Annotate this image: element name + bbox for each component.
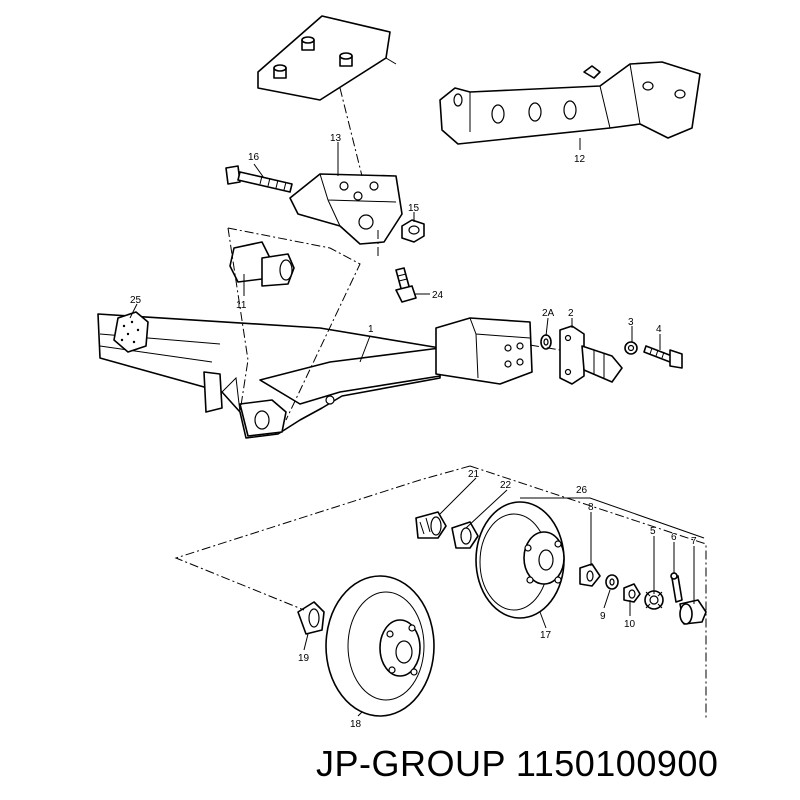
- label-part-16: 16: [248, 152, 260, 163]
- label-part-13: 13: [330, 133, 342, 144]
- brake-drum-part-17: [475, 501, 565, 619]
- label-part-8: 8: [588, 502, 594, 513]
- washer-part-8: [579, 563, 601, 587]
- bolt-part-4: [643, 345, 683, 369]
- label-part-18: 18: [350, 719, 362, 730]
- label-part-2a: 2A: [542, 308, 555, 319]
- assembly-lines: [174, 87, 707, 720]
- nut-part-15: [401, 219, 425, 243]
- bracket-part-12: [439, 61, 701, 145]
- label-part-26: 26: [576, 485, 588, 496]
- label-part-11: 11: [236, 300, 247, 311]
- part-number-caption: JP-GROUP 1150100900: [316, 743, 719, 784]
- nut-part-10: [623, 583, 641, 603]
- bolt-part-16: [225, 165, 293, 193]
- castle-nut-part-5: [644, 590, 664, 610]
- dust-cap-part-7: [679, 599, 707, 625]
- label-part-5: 5: [650, 526, 656, 537]
- part-labels: 13 16 15 12 11 24 1 25 2A 2 3 4 21 22 26…: [130, 133, 697, 730]
- label-part-21: 21: [468, 469, 480, 480]
- label-part-9: 9: [600, 611, 606, 622]
- washer-part-2a: [540, 334, 552, 350]
- washer-part-3: [624, 341, 638, 355]
- panel-studs: [273, 36, 353, 79]
- body-panel: [257, 15, 397, 101]
- label-part-22: 22: [500, 480, 512, 491]
- label-part-12: 12: [574, 154, 586, 165]
- label-part-15: 15: [408, 203, 420, 214]
- label-part-10: 10: [624, 619, 636, 630]
- mount-part-13: [289, 173, 403, 245]
- label-part-2: 2: [568, 308, 574, 319]
- label-part-6: 6: [671, 532, 677, 543]
- axle-beam-part-1: [97, 313, 533, 439]
- label-part-3: 3: [628, 317, 634, 328]
- bump-stop-part-25: [113, 311, 149, 353]
- cotter-pin-part-6: [670, 572, 683, 603]
- leader-lines: [129, 138, 705, 717]
- label-part-19: 19: [298, 653, 310, 664]
- bearing-part-21: [415, 511, 447, 539]
- seal-part-19: [297, 601, 325, 635]
- label-part-24: 24: [432, 290, 444, 301]
- brake-disc-part-18: [325, 575, 435, 717]
- label-part-7: 7: [691, 536, 697, 547]
- label-part-17: 17: [540, 630, 552, 641]
- stub-axle-part-2: [559, 325, 623, 385]
- bushing-part-11: [229, 241, 295, 287]
- label-part-1: 1: [368, 324, 374, 335]
- washer-part-9: [605, 574, 619, 590]
- bearing-part-22: [451, 521, 479, 549]
- bolt-part-24: [395, 267, 417, 303]
- label-part-25: 25: [130, 295, 142, 306]
- label-part-4: 4: [656, 324, 662, 335]
